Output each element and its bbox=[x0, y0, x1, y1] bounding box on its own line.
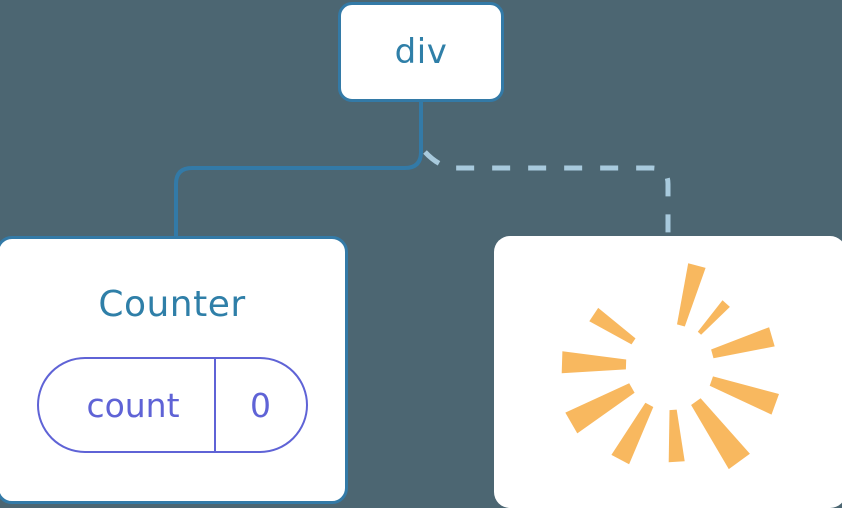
state-key-label: count bbox=[86, 385, 180, 425]
spinner-ray bbox=[691, 398, 750, 470]
edge-root-to-counter bbox=[174, 99, 423, 240]
spinner-ray bbox=[677, 263, 706, 327]
sunburst-spinner-icon bbox=[561, 263, 779, 470]
node-div-label: div bbox=[394, 32, 448, 72]
edge-root-to-loading bbox=[423, 150, 671, 238]
spinner-ray bbox=[611, 402, 654, 465]
spinner-ray bbox=[668, 409, 685, 463]
spinner-ray bbox=[565, 383, 635, 434]
node-div[interactable]: div bbox=[338, 2, 504, 102]
spinner-ray bbox=[709, 376, 779, 415]
spinner-ray bbox=[561, 351, 627, 374]
state-pill[interactable]: count 0 bbox=[36, 357, 308, 453]
node-counter[interactable]: Counter count 0 bbox=[0, 236, 348, 504]
spinner-ray bbox=[697, 300, 730, 335]
node-loading[interactable] bbox=[494, 236, 842, 508]
spinner-ray bbox=[711, 327, 775, 359]
spinner-ray bbox=[589, 307, 636, 345]
node-counter-label: Counter bbox=[98, 284, 246, 325]
state-value-label: 0 bbox=[213, 359, 306, 451]
